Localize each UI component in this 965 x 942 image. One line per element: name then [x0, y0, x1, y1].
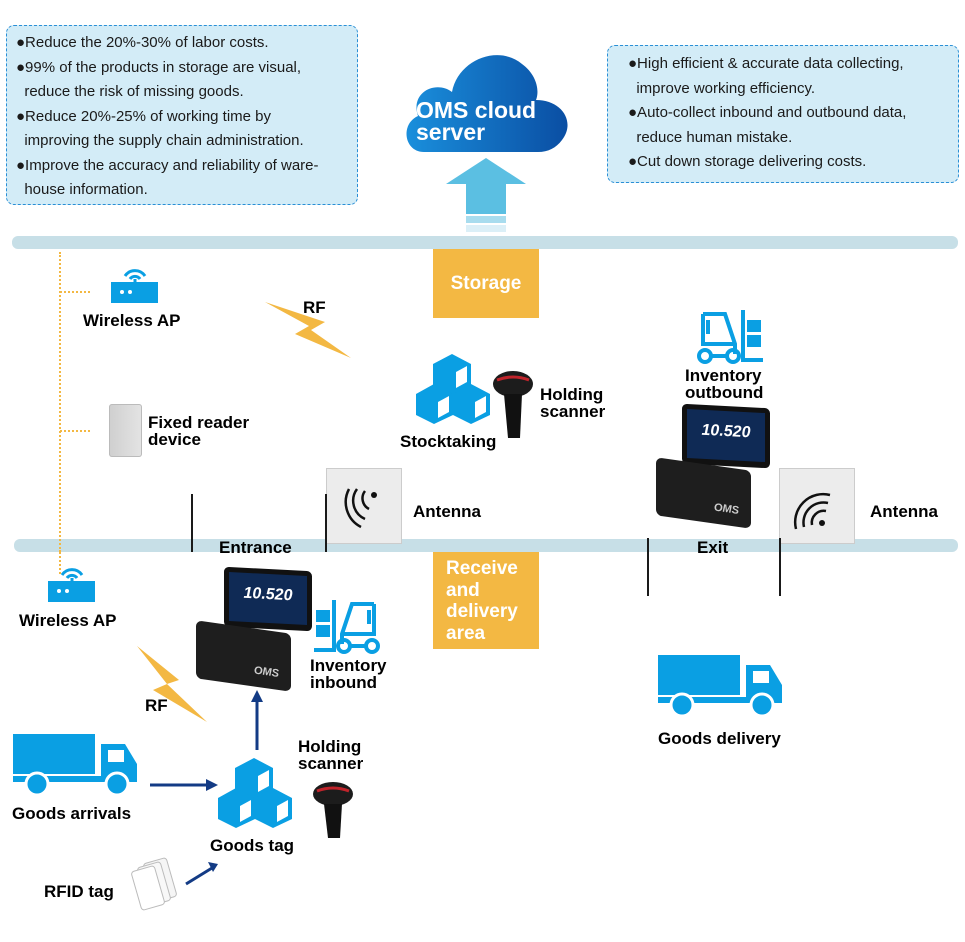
antenna-signal-icon [344, 488, 377, 529]
arrival-truck-icon [13, 734, 137, 797]
antenna-label-left: Antenna [413, 502, 481, 521]
receive-band [14, 539, 958, 552]
forklift-icon [314, 600, 380, 654]
label-line: Holding [298, 737, 362, 756]
wireless-ap-label: Wireless AP [19, 611, 117, 630]
entrance-label: Entrance [219, 538, 292, 557]
weight-reading: 10.520 [701, 421, 751, 442]
note-item: reduce the risk of missing goods. [16, 83, 244, 100]
rfid-cards-icon [131, 857, 177, 911]
rf-label: RF [145, 696, 168, 715]
wireless-ap-label: Wireless AP [83, 311, 181, 330]
label-line: inbound [310, 673, 378, 692]
holding-scanner-label: Holding scanner [540, 386, 605, 420]
note-item: ●High efficient & accurate data collecti… [628, 55, 904, 72]
benefits-note-right: ●High efficient & accurate data collecti… [607, 45, 959, 183]
wireless-ap-icon [111, 269, 158, 303]
handheld-scanner-icon [313, 782, 353, 838]
rfid-tag-label: RFID tag [44, 882, 114, 901]
terminal-base: OMS [196, 620, 291, 692]
note-item: improve working efficiency. [628, 79, 816, 97]
cloud-label: OMS cloud server [416, 97, 537, 145]
device-brand-label: OMS [253, 664, 279, 680]
delivery-truck-icon [658, 655, 782, 718]
device-brand-label: OMS [713, 501, 739, 517]
fixed-reader-device-image [109, 404, 142, 457]
gate-post [325, 494, 327, 552]
network-link [60, 430, 90, 432]
flow-arrow-icon [185, 862, 218, 886]
oms-terminal-entrance: 10.520 OMS [194, 566, 312, 692]
flow-arrow-icon [251, 690, 263, 750]
cloud-label-line: server [416, 119, 486, 145]
storage-zone: Storage [433, 249, 539, 318]
note-item: ●Reduce 20%-25% of working time by [16, 107, 272, 125]
screen-display: 10.520 [687, 408, 765, 463]
network-link [60, 291, 90, 293]
label-line: outbound [685, 383, 764, 402]
note-item: improving the supply chain administratio… [16, 132, 304, 149]
storage-band [12, 236, 958, 249]
zone-label-line: Receive [446, 558, 518, 579]
handheld-scanner-icon [493, 371, 533, 438]
antenna-signal-icon [793, 492, 831, 530]
flow-arrow-icon [150, 779, 218, 791]
terminal-screen: 10.520 [682, 403, 770, 469]
holding-scanner-label: Holding scanner [298, 738, 363, 772]
rf-lightning-icon [265, 302, 351, 358]
note-item: house information. [16, 181, 148, 198]
label-line: scanner [298, 754, 364, 773]
note-item: ●Cut down storage delivering costs. [628, 153, 867, 170]
forklift-icon [697, 310, 763, 364]
note-item: ●Improve the accuracy and reliability of… [16, 156, 319, 174]
screen-display: 10.520 [229, 571, 307, 626]
label-line: scanner [540, 402, 606, 421]
goods-arrivals-label: Goods arrivals [12, 804, 132, 823]
fixed-reader-label: Fixed reader device [148, 414, 249, 448]
zone-label-line: delivery [446, 601, 518, 622]
goods-tag-label: Goods tag [210, 836, 295, 855]
wireless-ap-icon [48, 568, 95, 602]
note-item: reduce human mistake. [628, 128, 793, 146]
upload-arrow-icon [446, 158, 526, 232]
stocktaking-label: Stocktaking [400, 432, 497, 451]
terminal-screen: 10.520 [224, 566, 312, 632]
weight-reading: 10.520 [243, 584, 293, 605]
gate-post [779, 538, 781, 596]
storage-zone-label: Storage [450, 273, 522, 294]
rf-lightning-icon [137, 646, 207, 722]
gate-post [647, 538, 649, 596]
zone-label-line: area [446, 622, 486, 644]
antenna-panel-left [326, 468, 402, 544]
note-item: ●99% of the products in storage are visu… [16, 58, 302, 76]
rf-label: RF [303, 298, 326, 317]
benefits-note-left: ●Reduce the 20%-30% of labor costs. ●99%… [6, 25, 358, 205]
label-line: Inventory [310, 656, 387, 675]
label-line: Inventory [685, 366, 762, 385]
note-item: ●Auto-collect inbound and outbound data, [628, 104, 907, 121]
label-line: Fixed reader [148, 413, 250, 432]
inventory-inbound-label: Inventory inbound [310, 657, 387, 691]
antenna-label-right: Antenna [870, 502, 938, 521]
cloud-icon [406, 55, 568, 152]
goods-delivery-label: Goods delivery [658, 729, 781, 748]
label-line: Holding [540, 385, 604, 404]
inventory-outbound-label: Inventory outbound [685, 367, 763, 401]
boxes-icon [218, 758, 292, 828]
label-line: device [148, 430, 201, 449]
oms-terminal-exit: 10.520 OMS [656, 403, 771, 529]
gate-post [191, 494, 193, 552]
receive-delivery-zone: Receive and delivery area [433, 552, 539, 649]
zone-label-line: and [446, 579, 480, 601]
boxes-icon [416, 354, 490, 424]
network-link [59, 252, 61, 552]
cloud-label-line: OMS cloud [416, 97, 537, 123]
network-link [59, 552, 61, 574]
note-item: ●Reduce the 20%-30% of labor costs. [16, 34, 269, 51]
terminal-base: OMS [656, 457, 751, 529]
antenna-panel-right [779, 468, 855, 544]
exit-label: Exit [697, 538, 729, 557]
